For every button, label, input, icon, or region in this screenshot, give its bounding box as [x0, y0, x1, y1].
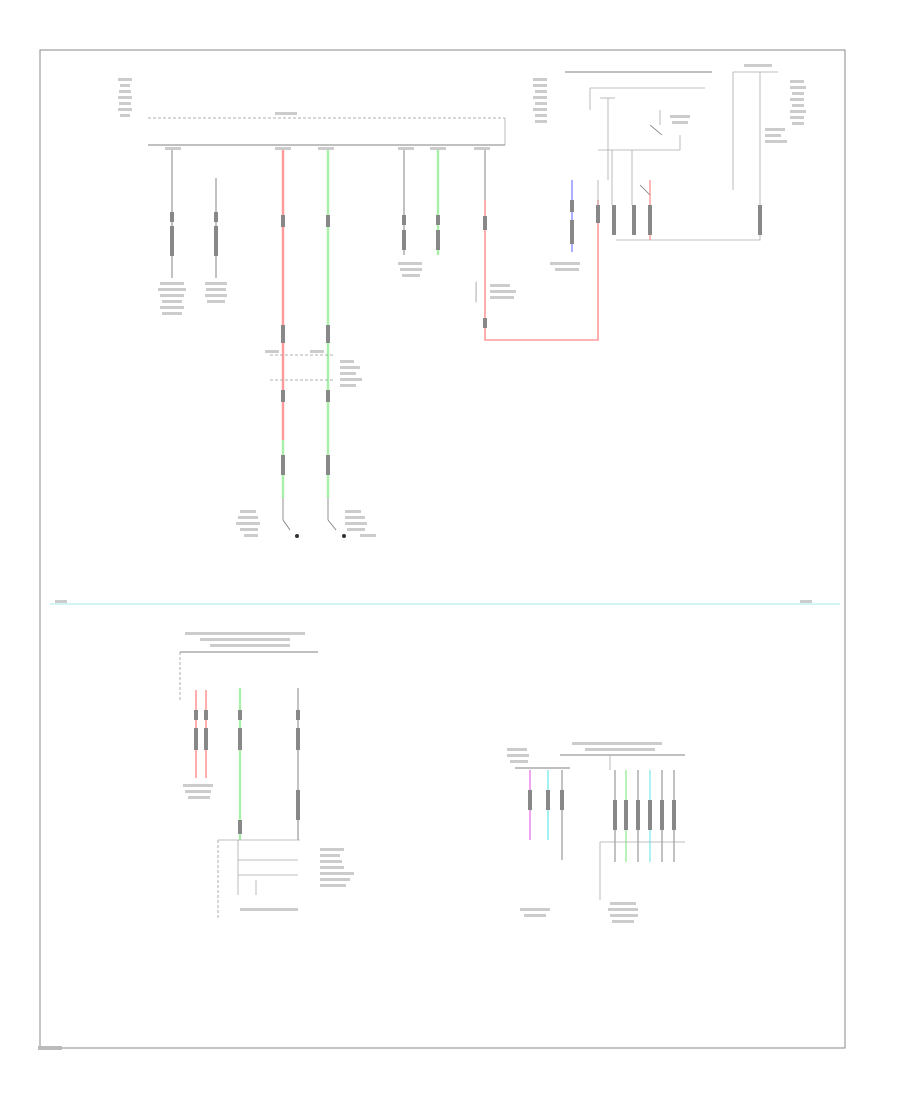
- wire-blue: [550, 180, 580, 271]
- diagram-frame: [39, 49, 846, 1049]
- fuse-block: [732, 64, 806, 205]
- wire-green-lower: [238, 688, 242, 840]
- lower-right-connectors: [507, 742, 685, 923]
- switch-left: [236, 498, 299, 538]
- switch-right: [327, 498, 376, 538]
- wire-red-pair: [183, 690, 213, 799]
- page-divider: [50, 600, 840, 605]
- wire-gray-lower: [296, 688, 300, 840]
- main-connector-bar: [148, 112, 506, 150]
- wire-red-main: [281, 150, 285, 498]
- wire-green-main: [326, 150, 330, 498]
- relay-module: [533, 71, 762, 241]
- wire-short-gray: [402, 150, 406, 255]
- mid-connector: [265, 350, 362, 387]
- lower-switch-box: [217, 839, 354, 918]
- ground-icon: [295, 534, 299, 538]
- wire-red-loop: [475, 150, 599, 341]
- wire-gray-2: [205, 178, 227, 303]
- wire-short-green: [398, 150, 440, 277]
- module-label-block: [118, 78, 132, 117]
- wire-gray-1: [158, 150, 186, 315]
- lower-left-module: [179, 632, 318, 700]
- footer-page-ref: [38, 1046, 62, 1050]
- ground-icon: [342, 534, 346, 538]
